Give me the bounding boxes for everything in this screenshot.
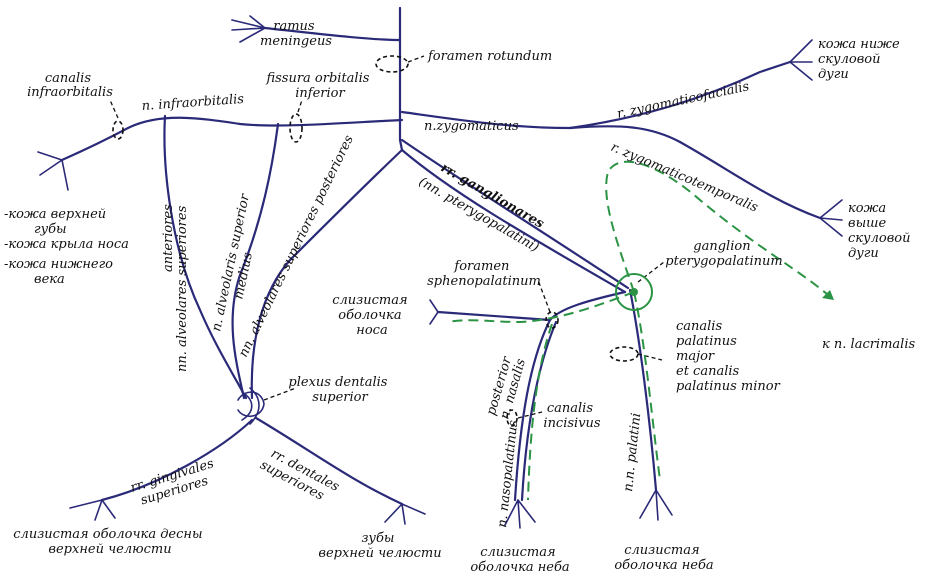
n-infraorbitalis-nerve bbox=[60, 116, 404, 162]
fissura-orbitalis-marker bbox=[289, 113, 303, 143]
skin-left-label: -кожа верхней губы -кожа крыла носа -кож… bbox=[4, 207, 133, 287]
canalis-incisivus-marker bbox=[506, 409, 518, 427]
n-zygomaticus-nerve bbox=[400, 110, 682, 144]
skin-below-zygomatic-label: кожа ниже скуловой дуги bbox=[818, 37, 904, 82]
rr-dentales-nerve bbox=[254, 416, 404, 506]
leader-foramen-rotundum bbox=[407, 55, 425, 63]
r-zygomaticotemporalis-label: r. zygomaticotemporalis bbox=[608, 140, 760, 216]
plexus-dentalis-loops bbox=[237, 387, 265, 425]
fissura-orbitalis-label: fissura orbitalis inferior bbox=[265, 71, 373, 101]
nasal-mucosa-branch bbox=[429, 299, 439, 325]
teeth-upper-label: зубы верхней челюсти bbox=[318, 531, 441, 561]
n-zygomaticus-label: n.zygomaticus bbox=[424, 119, 519, 134]
palatini-branch bbox=[639, 489, 673, 521]
nn-alveolares-anteriores-label: nn. alveolares superiores anteriores bbox=[161, 202, 190, 372]
palatine-pathway bbox=[633, 291, 661, 481]
lacrimal-pathway bbox=[605, 160, 835, 301]
rr-ganglionares-nerve-2 bbox=[400, 148, 627, 294]
nn-alveolares-posteriores-label: nn. alveolares superiores posteriores bbox=[236, 133, 357, 360]
nn-alveolares-posteriores-nerve bbox=[250, 148, 404, 400]
mucosa-palate-1-label: слизистая оболочка неба bbox=[470, 545, 569, 575]
ganglion-label: ganglion pterygopalatinum bbox=[665, 239, 782, 269]
nn-alveolares-anteriores-nerve bbox=[163, 114, 248, 400]
rr-gingivales-label: rr. gingivales superiores bbox=[129, 455, 224, 510]
r-zygomaticofacialis-label: r. zygomaticofacialis bbox=[616, 79, 751, 122]
infraorbital-branch-skin bbox=[37, 151, 69, 191]
to-n-lacrimalis-label: к n. lacrimalis bbox=[822, 337, 915, 352]
foramen-sphenopalatinum-marker bbox=[545, 311, 559, 329]
leader-fissura bbox=[297, 99, 303, 113]
trunk-nerve bbox=[398, 6, 404, 152]
canalis-incisivus-label: canalis incisivus bbox=[543, 401, 601, 431]
nasopalatinus-branch bbox=[504, 499, 536, 529]
lacrimal-arrowhead bbox=[822, 290, 834, 300]
n-infraorbitalis-label: n. infraorbitalis bbox=[141, 92, 245, 114]
r-zygomaticofacialis-nerve bbox=[568, 60, 792, 130]
zygomaticofacialis-branch bbox=[789, 39, 813, 81]
canalis-infraorbitalis-marker bbox=[112, 120, 124, 140]
rr-gingivales-nerve bbox=[100, 418, 254, 502]
canalis-palatinus-marker bbox=[609, 346, 639, 362]
gingivales-branch bbox=[69, 499, 116, 521]
leader-foramen-sphenopalatinum bbox=[537, 279, 551, 313]
n-nasopalatinus-nerve bbox=[513, 318, 552, 502]
ramus-meningeus-branch bbox=[231, 15, 266, 43]
dentales-branch bbox=[384, 503, 426, 525]
canalis-infraorbitalis-label: canalis infraorbitalis bbox=[27, 71, 113, 100]
foramen-sphenopalatinum-label: foramen sphenopalatinum bbox=[427, 259, 541, 289]
plexus-dentalis-label: plexus dentalis superior bbox=[288, 375, 391, 405]
nasal-pathway bbox=[447, 291, 635, 324]
nasopalatine-pathway bbox=[527, 323, 553, 501]
foramen-rotundum-marker bbox=[375, 55, 409, 73]
skin-above-zygomatic-label: кожа выше скуловой дуги bbox=[848, 201, 915, 261]
leader-ganglion bbox=[637, 261, 665, 283]
foramen-rotundum-label: foramen rotundum bbox=[427, 49, 552, 64]
canalis-palatinus-label: canalis palatinus major et canalis palat… bbox=[676, 319, 781, 394]
mucosa-gingiva-label: слизистая оболочка десны верхней челюсти bbox=[13, 527, 206, 557]
ramus-meningeus-label: ramus meningeus bbox=[260, 19, 332, 49]
leader-plexus bbox=[263, 387, 297, 401]
r-zygomaticotemporalis-nerve bbox=[678, 140, 822, 220]
nn-palatini-label: n.n. palatini bbox=[621, 412, 644, 492]
ganglion-outer-ring bbox=[615, 273, 653, 311]
rr-ganglionares-nerve bbox=[400, 138, 630, 290]
mucosa-palate-2-label: слизистая оболочка неба bbox=[614, 543, 713, 573]
zygomaticotemporalis-branch bbox=[819, 199, 843, 237]
leader-canalis-infraorbitalis bbox=[109, 99, 119, 119]
n-nasopalatinus-nerve-2 bbox=[520, 320, 558, 502]
ramus-meningeus-nerve bbox=[263, 26, 402, 42]
mucosa-nasi-label: слизистая оболочка носа bbox=[332, 293, 412, 338]
n-alveolaris-medius-nerve bbox=[231, 122, 280, 400]
rr-dentales-label: rr. dentales superiores bbox=[258, 444, 346, 510]
